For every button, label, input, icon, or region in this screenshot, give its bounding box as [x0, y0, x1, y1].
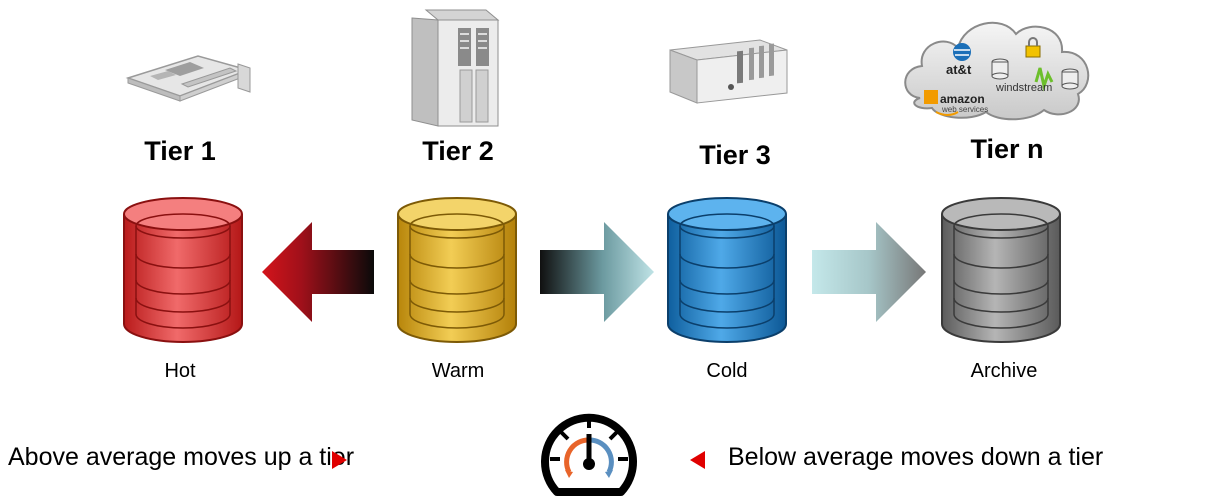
tier-3-label: Cold	[706, 360, 748, 382]
tier-1-database-icon	[122, 196, 244, 346]
tier-2-title: Tier 2	[422, 136, 494, 166]
cloud-brand-amazon-sub: web services	[942, 105, 989, 114]
tier-3-database-icon	[666, 196, 788, 346]
right-pointer-icon	[332, 451, 348, 469]
server-tower-icon	[408, 8, 503, 128]
arrow-cold-to-archive	[812, 222, 926, 322]
legend-above-average: Above average moves up a tier	[8, 443, 355, 471]
tier-n-label: Archive	[970, 360, 1038, 382]
tier-2-database-icon	[396, 196, 518, 346]
cloud-services-icon: at&t windstream amazon web services	[898, 8, 1098, 123]
cloud-brand-att: at&t	[946, 62, 972, 77]
cloud-brand-windstream: windstream	[996, 82, 1053, 94]
tier-2-label: Warm	[431, 360, 485, 382]
legend-below-average: Below average moves down a tier	[728, 443, 1104, 471]
arrow-warm-to-hot	[262, 222, 376, 322]
storage-array-icon	[665, 35, 790, 107]
speedometer-icon	[539, 404, 639, 496]
cloud-brand-amazon: amazon	[940, 92, 985, 106]
nic-card-icon	[120, 48, 255, 110]
left-pointer-icon	[690, 451, 706, 469]
arrow-warm-to-cold	[540, 222, 654, 322]
tier-n-database-icon	[940, 196, 1062, 346]
tier-1-label: Hot	[164, 360, 196, 382]
tier-3-title: Tier 3	[699, 140, 771, 170]
tier-1-title: Tier 1	[144, 136, 216, 166]
tier-n-title: Tier n	[970, 134, 1044, 164]
